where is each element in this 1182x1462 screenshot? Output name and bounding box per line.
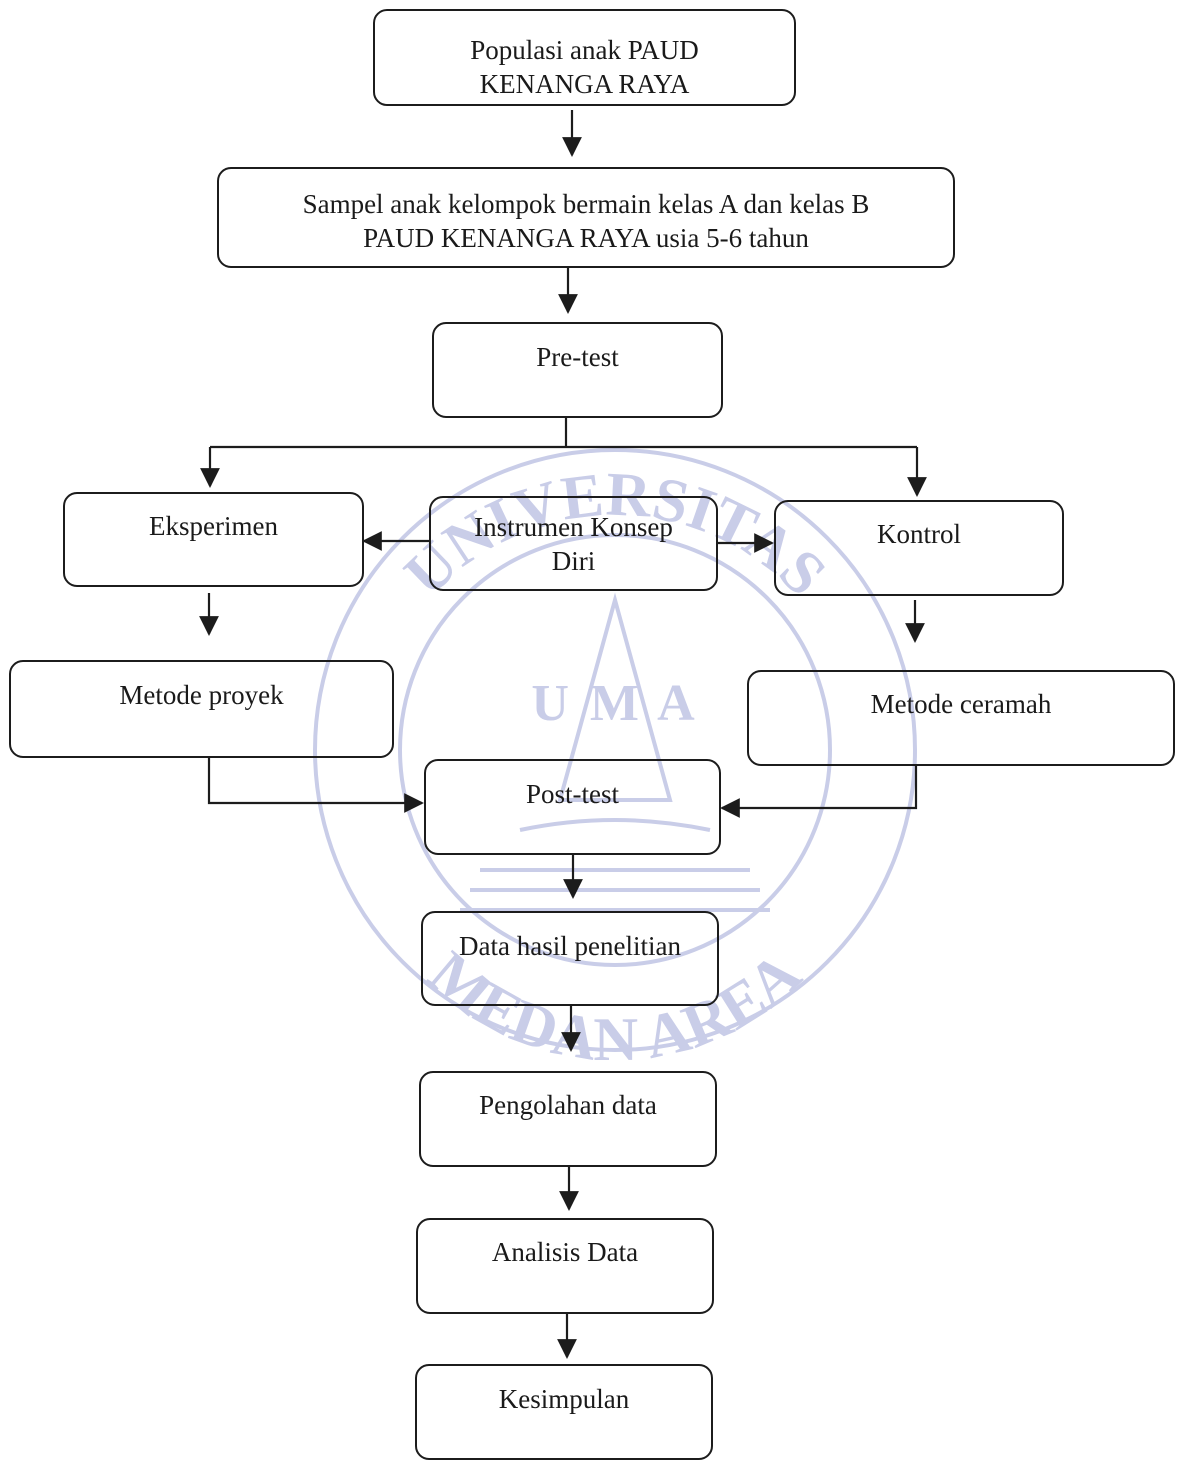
node-pretest-label: Pre-test bbox=[536, 342, 619, 372]
node-kontrol: Kontrol bbox=[774, 500, 1064, 596]
node-kesimpulan-label: Kesimpulan bbox=[498, 1384, 630, 1414]
node-data-hasil-penelitian: Data hasil penelitian bbox=[421, 911, 719, 1006]
node-kesimpulan: Kesimpulan bbox=[415, 1364, 713, 1460]
node-analisis-data: Analisis Data bbox=[416, 1218, 714, 1314]
node-pengolahan-label: Pengolahan data bbox=[479, 1090, 657, 1120]
node-eksperimen-label: Eksperimen bbox=[149, 511, 278, 541]
node-instrumen-label: Instrumen Konsep Diri bbox=[474, 512, 673, 576]
node-sampel: Sampel anak kelompok bermain kelas A dan… bbox=[217, 167, 955, 268]
node-posttest: Post-test bbox=[424, 759, 721, 855]
node-metode-ceramah: Metode ceramah bbox=[747, 670, 1175, 766]
arrow-ceramah-to-posttest bbox=[720, 766, 918, 818]
node-analisis-label: Analisis Data bbox=[491, 1237, 639, 1267]
node-metode-proyek: Metode proyek bbox=[9, 660, 394, 758]
node-metode-proyek-label: Metode proyek bbox=[119, 680, 284, 710]
node-instrumen-konsep-diri: Instrumen Konsep Diri bbox=[429, 496, 718, 591]
node-eksperimen: Eksperimen bbox=[63, 492, 364, 587]
node-pengolahan-data: Pengolahan data bbox=[419, 1071, 717, 1167]
node-data-hasil-label: Data hasil penelitian bbox=[459, 931, 681, 961]
node-populasi-label: Populasi anak PAUD KENANGA RAYA bbox=[470, 35, 699, 99]
node-kontrol-label: Kontrol bbox=[877, 519, 961, 549]
node-populasi: Populasi anak PAUD KENANGA RAYA bbox=[373, 9, 796, 106]
node-posttest-label: Post-test bbox=[525, 779, 619, 809]
node-sampel-label: Sampel anak kelompok bermain kelas A dan… bbox=[302, 189, 870, 253]
arrow-proyek-to-posttest bbox=[207, 758, 424, 813]
node-metode-ceramah-label: Metode ceramah bbox=[870, 689, 1052, 719]
node-pretest: Pre-test bbox=[432, 322, 723, 418]
